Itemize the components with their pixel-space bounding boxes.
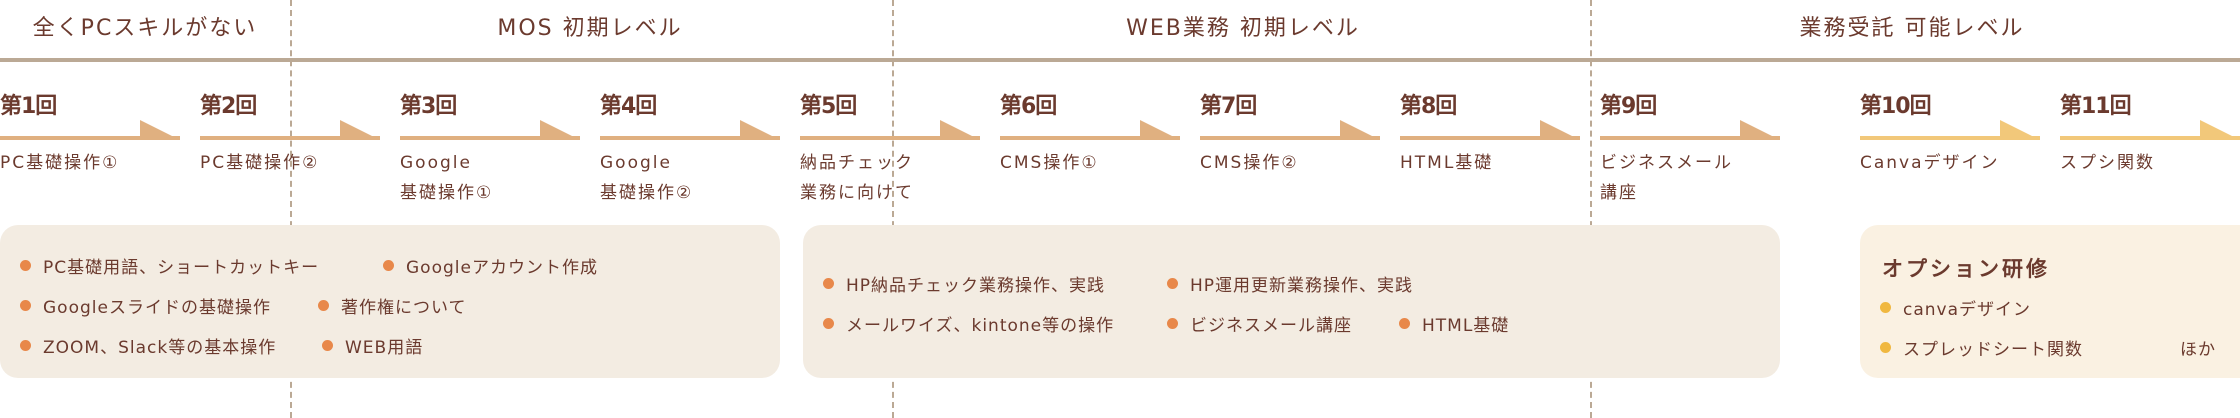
list-item: HP運用更新業務操作、実践 <box>1167 271 1413 296</box>
step-description: Canvaデザイン <box>1860 153 2000 173</box>
step-description: PC基礎操作① <box>0 153 120 173</box>
bullet-icon <box>1880 342 1891 353</box>
list-item: Googleアカウント作成 <box>383 253 598 278</box>
item-text: Googleスライドの基礎操作 <box>43 298 271 318</box>
step-number: 第7回 <box>1200 94 1257 119</box>
arrow-icon <box>1200 120 1380 140</box>
bullet-icon <box>1880 302 1891 313</box>
step-number: 第1回 <box>0 94 57 119</box>
step-2: 第2回 PC基礎操作② <box>200 88 400 173</box>
list-item: canvaデザイン <box>1880 295 2031 320</box>
bullet-icon <box>1399 318 1410 329</box>
bullet-icon <box>1167 318 1178 329</box>
bullet-icon <box>20 340 31 351</box>
item-text: スプレッドシート関数 <box>1903 340 2083 360</box>
option-title: オプション研修 <box>1882 257 2050 281</box>
arrow-icon <box>200 120 380 140</box>
bullet-icon <box>823 318 834 329</box>
level-header-mos: MOS 初期レベル <box>497 16 683 41</box>
arrow-icon <box>800 120 980 140</box>
level-divider <box>892 0 894 418</box>
list-item: WEB用語 <box>322 333 423 358</box>
step-number: 第5回 <box>800 94 857 119</box>
arrow-icon <box>1000 120 1180 140</box>
curriculum-box-web: HP納品チェック業務操作、実践 HP運用更新業務操作、実践 メールワイズ、kin… <box>803 225 1780 378</box>
list-item: ビジネスメール講座 <box>1167 311 1352 336</box>
step-number: 第10回 <box>1860 94 1932 119</box>
item-text: canvaデザイン <box>1903 300 2032 320</box>
bullet-icon <box>20 300 31 311</box>
bullet-icon <box>318 300 329 311</box>
bullet-icon <box>823 278 834 289</box>
item-text: HP納品チェック業務操作、実践 <box>846 276 1106 296</box>
step-description: CMS操作① <box>1000 153 1099 173</box>
bullet-icon <box>1167 278 1178 289</box>
item-text: Googleアカウント作成 <box>406 258 598 278</box>
step-3: 第3回 Google 基礎操作① <box>400 88 600 203</box>
step-9: 第9回 ビジネスメール 講座 <box>1600 88 1800 203</box>
list-item: HTML基礎 <box>1399 311 1509 336</box>
level-divider <box>290 0 292 418</box>
step-description: PC基礎操作② <box>200 153 320 173</box>
bullet-icon <box>383 260 394 271</box>
step-description: HTML基礎 <box>1400 153 1494 173</box>
step-6: 第6回 CMS操作① <box>1000 88 1200 173</box>
arrow-icon <box>600 120 780 140</box>
bullet-icon <box>20 260 31 271</box>
curriculum-box-basic: PC基礎用語、ショートカットキー Googleアカウント作成 Googleスライ… <box>0 225 780 378</box>
level-header-contract: 業務受託 可能レベル <box>1799 16 2025 41</box>
header-divider <box>0 58 2240 62</box>
step-description: Google 基礎操作① <box>400 153 494 203</box>
step-8: 第8回 HTML基礎 <box>1400 88 1600 173</box>
step-5: 第5回 納品チェック 業務に向けて <box>800 88 1000 203</box>
list-item: HP納品チェック業務操作、実践 <box>823 271 1105 296</box>
step-number: 第2回 <box>200 94 257 119</box>
arrow-icon <box>1600 120 1780 140</box>
step-number: 第11回 <box>2060 94 2132 119</box>
list-item: スプレッドシート関数 <box>1880 335 2083 360</box>
step-number: 第4回 <box>600 94 657 119</box>
step-description: 納品チェック 業務に向けて <box>800 153 914 203</box>
list-item: Googleスライドの基礎操作 <box>20 293 271 318</box>
step-11: 第11回 スプシ関数 <box>2060 88 2240 173</box>
arrow-icon <box>1860 120 2040 140</box>
option-training-box: オプション研修 canvaデザイン スプレッドシート関数 ほか <box>1860 225 2240 378</box>
level-divider <box>1590 0 1592 418</box>
bullet-icon <box>322 340 333 351</box>
item-text: ビジネスメール講座 <box>1190 316 1352 336</box>
step-number: 第3回 <box>400 94 457 119</box>
step-description: ビジネスメール 講座 <box>1600 153 1733 203</box>
item-text: メールワイズ、kintone等の操作 <box>846 316 1115 336</box>
step-description: スプシ関数 <box>2060 153 2155 173</box>
item-text: 著作権について <box>341 298 467 318</box>
item-text: HTML基礎 <box>1422 316 1510 336</box>
arrow-icon <box>0 120 180 140</box>
item-text: ZOOM、Slack等の基本操作 <box>43 338 277 358</box>
list-item: PC基礎用語、ショートカットキー <box>20 253 319 278</box>
option-note: ほか <box>2180 340 2216 360</box>
item-text: PC基礎用語、ショートカットキー <box>43 258 320 278</box>
arrow-icon <box>2060 120 2240 140</box>
arrow-icon <box>1400 120 1580 140</box>
level-header-none: 全くPCスキルがない <box>32 16 258 41</box>
list-item: 著作権について <box>318 293 467 318</box>
level-header-web: WEB業務 初期レベル <box>1126 16 1360 41</box>
arrow-icon <box>400 120 580 140</box>
step-number: 第8回 <box>1400 94 1457 119</box>
step-number: 第9回 <box>1600 94 1657 119</box>
step-10: 第10回 Canvaデザイン <box>1860 88 2060 173</box>
list-item: メールワイズ、kintone等の操作 <box>823 311 1114 336</box>
item-text: WEB用語 <box>345 338 424 358</box>
item-text: HP運用更新業務操作、実践 <box>1190 276 1414 296</box>
step-7: 第7回 CMS操作② <box>1200 88 1400 173</box>
step-number: 第6回 <box>1000 94 1057 119</box>
step-description: Google 基礎操作② <box>600 153 694 203</box>
step-description: CMS操作② <box>1200 153 1299 173</box>
list-item: ZOOM、Slack等の基本操作 <box>20 333 276 358</box>
step-1: 第1回 PC基礎操作① <box>0 88 200 173</box>
step-4: 第4回 Google 基礎操作② <box>600 88 800 203</box>
